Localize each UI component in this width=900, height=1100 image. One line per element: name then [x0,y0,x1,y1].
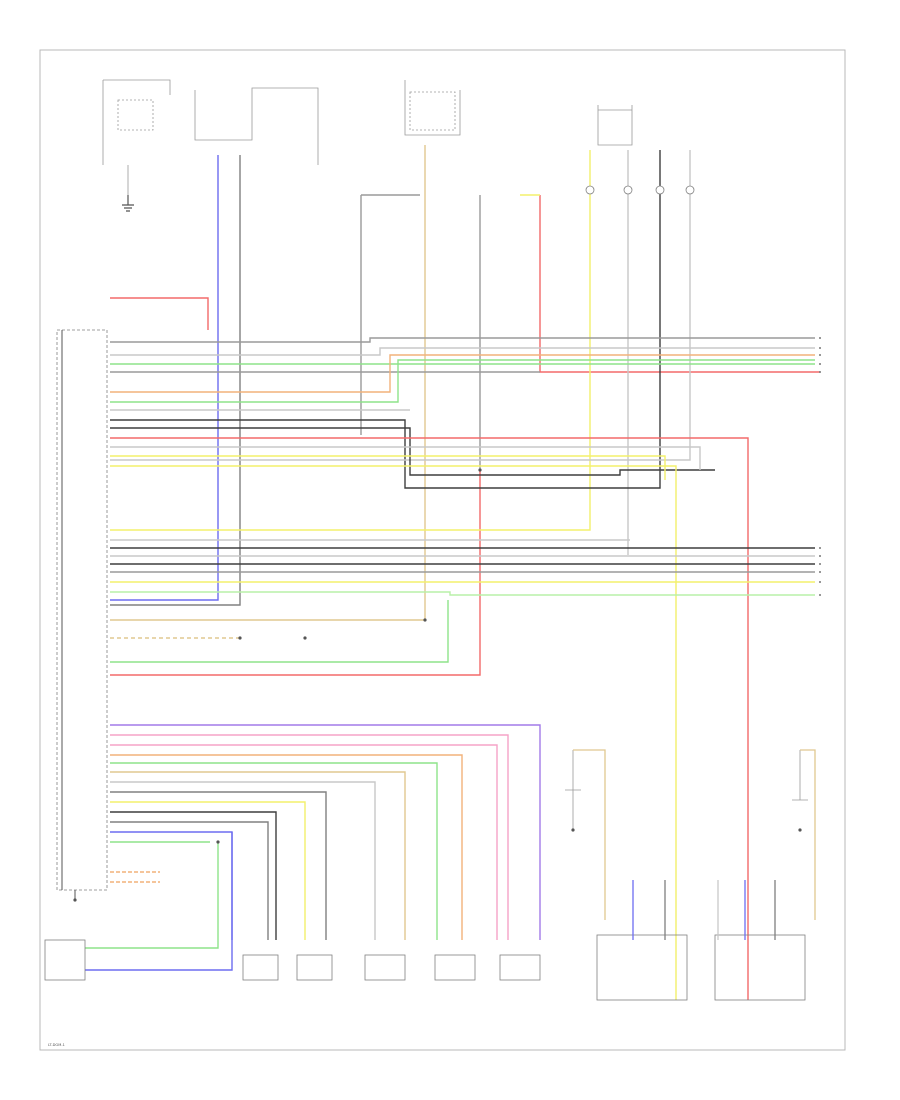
splice-icon [73,468,802,902]
top-power-section [102,79,633,195]
control-module-outline [56,329,108,891]
footer-code: LT-DGM-1 [48,1043,65,1047]
vertical-risers [110,145,820,676]
right-terminals [819,337,821,596]
harness-wires [85,297,815,1000]
control-module-connector [61,330,76,900]
module-risers [573,749,816,940]
connector-icon [585,185,695,195]
ground-symbol-icon [122,195,134,212]
lower-components [44,750,808,1001]
diagram-frame [39,49,846,1051]
